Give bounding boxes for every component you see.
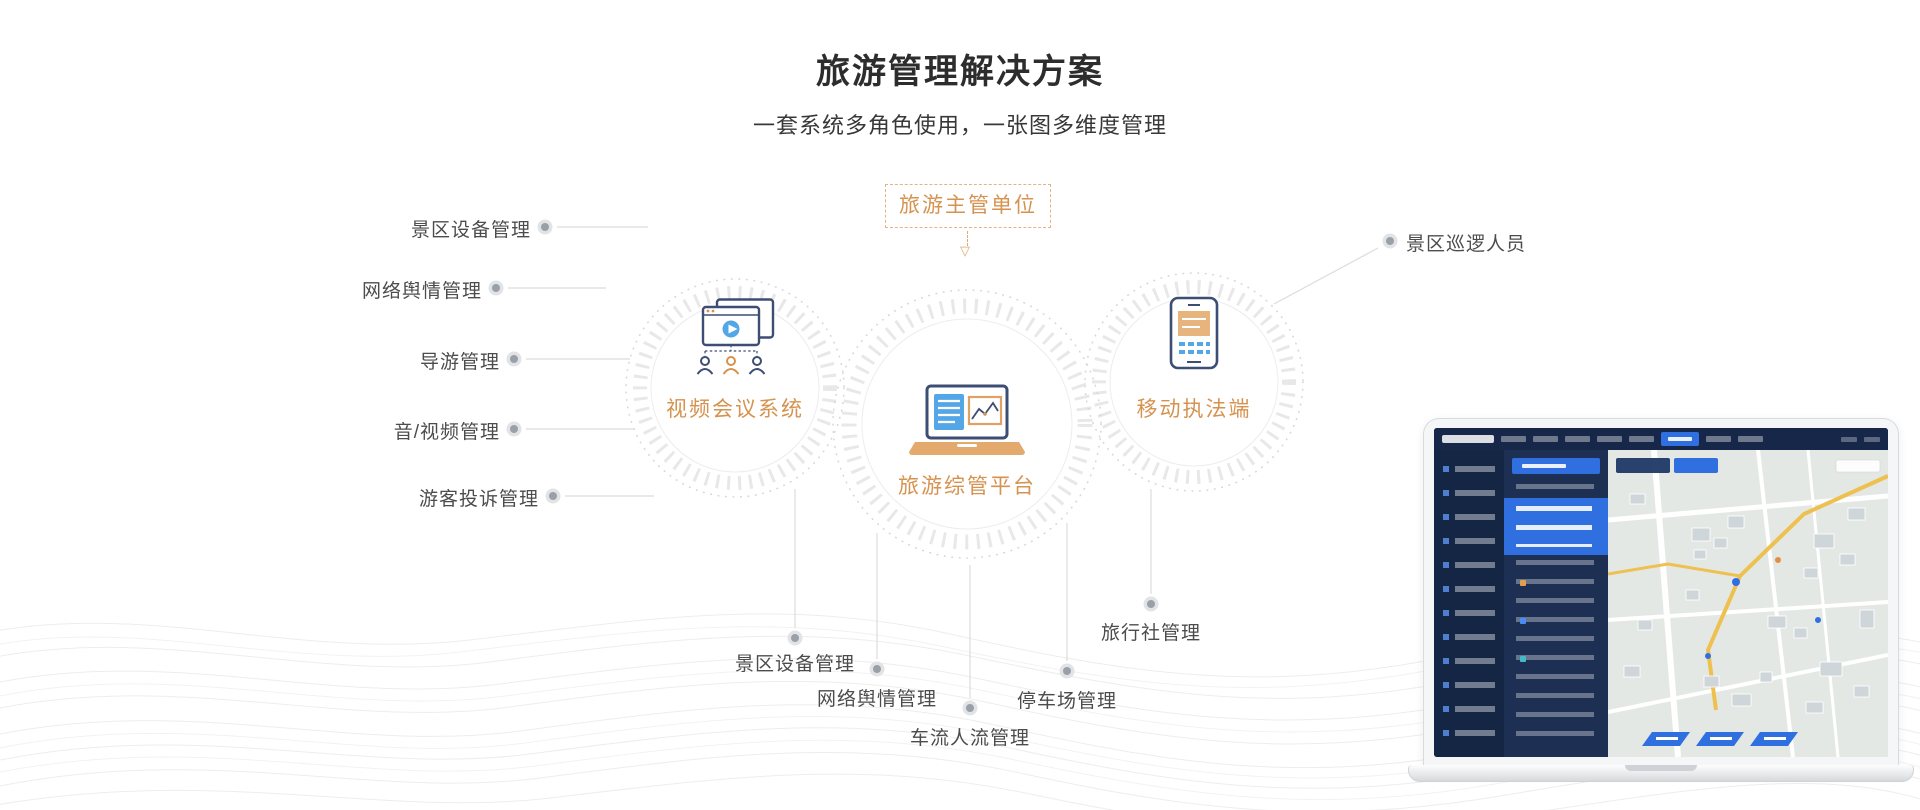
dashboard-tab [1501,436,1526,442]
sidebar-icons [1443,466,1449,745]
sidebar-action-chip [1512,458,1600,474]
bottom-label-device-management: 景区设备管理 [734,654,855,675]
label-dot [1382,233,1398,249]
authority-box: 旅游主管单位 [885,184,1051,228]
laptop-platform-icon [905,384,1029,469]
mobile-enforcement-icon [1166,296,1222,377]
bottom-label-travel-agency-management: 旅行社管理 [1100,623,1201,644]
label-dot [787,630,803,646]
label-dots [488,219,1398,716]
label-dot [1143,596,1159,612]
left-label-opinion-management: 网络舆情管理 [361,281,482,302]
laptop-mockup [1408,418,1914,782]
label-dot [488,280,504,296]
dashboard-tab [1597,436,1622,442]
left-label-device-management: 景区设备管理 [410,220,531,241]
page-title: 旅游管理解决方案 [816,53,1104,91]
dashboard-tab [1738,436,1763,442]
label-dot [1059,663,1075,679]
tag-blue [1520,618,1526,624]
node-label-platform: 旅游综管平台 [898,475,1036,498]
tag-orange [1520,580,1526,586]
label-dot [537,219,553,235]
dashboard-tab-active [1661,432,1699,446]
node-label-video-conference: 视频会议系统 [666,398,804,421]
label-dot [506,421,522,437]
dashboard-map [1608,450,1888,757]
dashboard-sidebar-primary [1434,450,1504,757]
node-ring-mobile [1092,280,1296,484]
bottom-label-traffic-flow-management: 车流人流管理 [909,728,1030,749]
bottom-label-opinion-management: 网络舆情管理 [816,689,937,710]
dashboard-body [1434,450,1888,757]
left-label-complaint-management: 游客投诉管理 [418,489,539,510]
label-dot [506,351,522,367]
dashboard-sidebar-secondary [1504,450,1608,757]
dashboard-tab [1565,436,1590,442]
laptop-base [1408,765,1914,782]
dashboard-settings-chip [1864,436,1880,442]
laptop-screen [1423,418,1899,765]
authority-connector-line [967,231,968,246]
right-label-patrol-staff: 景区巡逻人员 [1406,234,1527,255]
left-label-guide-management: 导游管理 [419,352,500,373]
node-label-mobile-enforcement: 移动执法端 [1136,398,1252,421]
tag-teal [1520,656,1526,662]
node-ring-platform [841,298,1093,550]
dashboard-tab [1706,436,1731,442]
video-conference-icon [683,298,787,385]
label-dot [869,661,885,677]
bottom-label-parking-management: 停车场管理 [1016,691,1117,712]
dashboard-tab [1629,436,1654,442]
page-subtitle: 一套系统多角色使用，一张图多维度管理 [752,113,1167,138]
label-dot [545,488,561,504]
left-label-av-management: 音/视频管理 [393,422,500,443]
sidebar-selected-block [1504,498,1608,555]
node-ring-video [633,286,837,490]
dashboard-tab [1533,436,1558,442]
connector-lines [508,226,1379,698]
label-dot [962,700,978,716]
dashboard-topbar [1434,428,1888,450]
sidebar-menu-bars [1455,466,1495,745]
node-rings [625,272,1304,559]
dashboard-screen [1434,428,1888,757]
dashboard-user-chip [1841,436,1857,442]
down-arrow-icon: ▽ [960,243,970,258]
dashboard-logo [1442,435,1494,443]
